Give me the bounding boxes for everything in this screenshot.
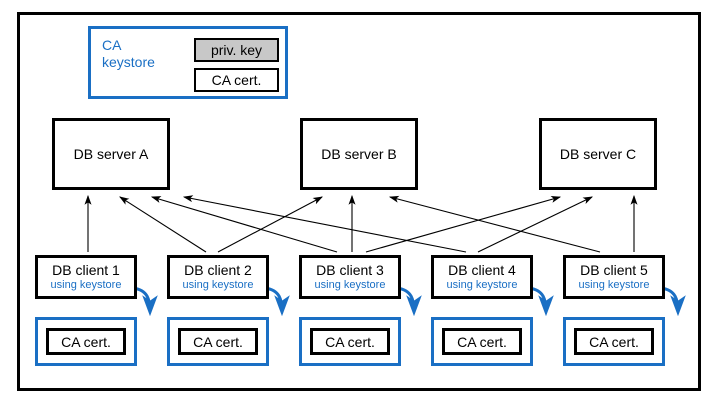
client-2-keystore: CA cert. — [167, 317, 269, 366]
db-server-a: DB server A — [52, 118, 170, 190]
client-1-keystore: CA cert. — [35, 317, 137, 366]
ca-keystore-box: CA keystore priv. key CA cert. — [88, 26, 288, 99]
client-1-ca-cert: CA cert. — [46, 328, 126, 355]
ca-cert-box: CA cert. — [194, 68, 279, 92]
db-client-5-sublabel: using keystore — [578, 279, 650, 291]
db-client-3: DB client 3 using keystore — [299, 255, 401, 299]
db-client-1-label: DB client 1 — [52, 262, 120, 278]
db-client-4: DB client 4 using keystore — [431, 255, 533, 299]
db-server-b: DB server B — [300, 118, 418, 190]
ca-keystore-label: CA keystore — [102, 37, 155, 70]
client-3-ca-cert: CA cert. — [310, 328, 390, 355]
db-client-2-sublabel: using keystore — [182, 279, 254, 291]
client-3-keystore: CA cert. — [299, 317, 401, 366]
priv-key-box: priv. key — [194, 38, 279, 62]
client-5-keystore: CA cert. — [563, 317, 665, 366]
db-client-5: DB client 5 using keystore — [563, 255, 665, 299]
client-4-keystore: CA cert. — [431, 317, 533, 366]
db-client-3-label: DB client 3 — [316, 262, 384, 278]
db-client-2-label: DB client 2 — [184, 262, 252, 278]
client-5-ca-cert: CA cert. — [574, 328, 654, 355]
db-client-4-label: DB client 4 — [448, 262, 516, 278]
db-client-5-label: DB client 5 — [580, 262, 648, 278]
db-client-1: DB client 1 using keystore — [35, 255, 137, 299]
db-client-2: DB client 2 using keystore — [167, 255, 269, 299]
db-client-4-sublabel: using keystore — [446, 279, 518, 291]
db-server-c: DB server C — [539, 118, 657, 190]
db-client-1-sublabel: using keystore — [50, 279, 122, 291]
client-4-ca-cert: CA cert. — [442, 328, 522, 355]
client-2-ca-cert: CA cert. — [178, 328, 258, 355]
db-client-3-sublabel: using keystore — [314, 279, 386, 291]
